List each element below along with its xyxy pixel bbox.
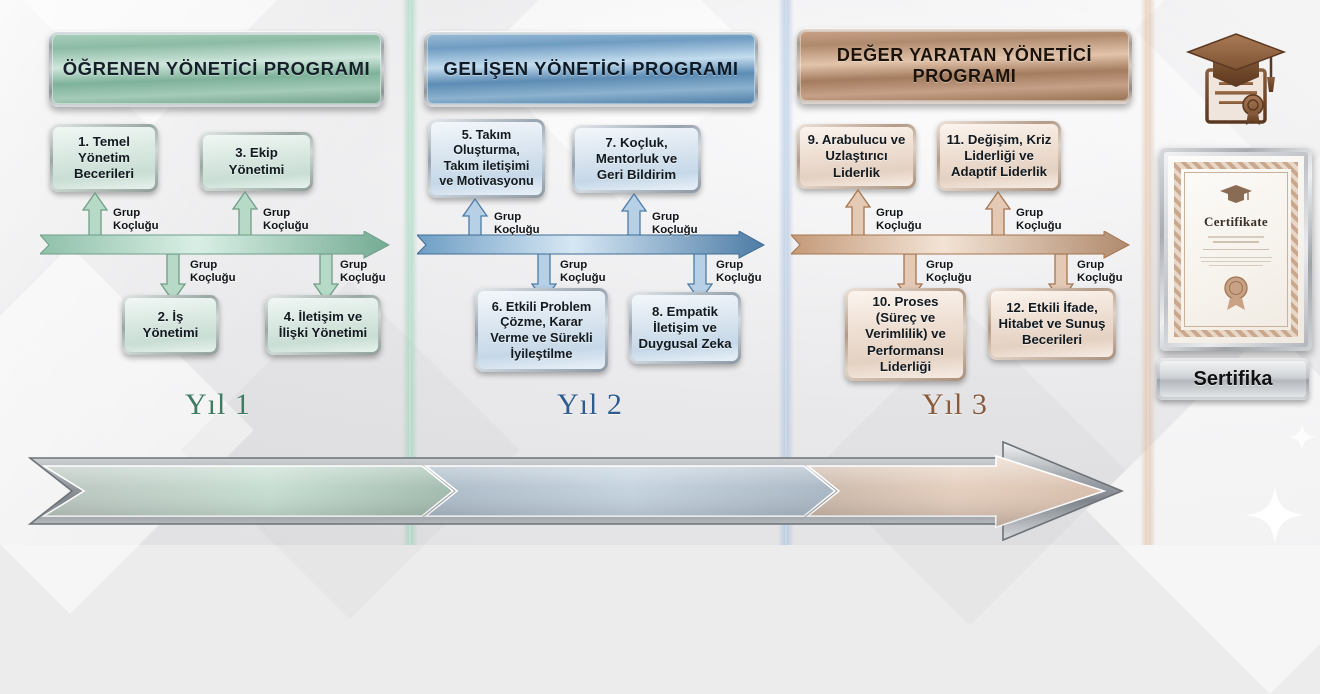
module-box-10-label: 10. Proses (Süreç ve Verimlilik) ve Perf… bbox=[848, 291, 963, 378]
module-box-12[interactable]: 12. Etkili İfade, Hitabet ve Sunuş Becer… bbox=[988, 288, 1116, 360]
module-box-2[interactable]: 2. İş Yönetimi bbox=[122, 295, 219, 355]
certificate-cap-icon bbox=[1220, 185, 1252, 204]
module-box-1[interactable]: 1. Temel Yönetim Becerileri bbox=[50, 124, 158, 192]
module-box-9[interactable]: 9. Arabulucu ve Uzlaştırıcı Liderlik bbox=[797, 124, 916, 189]
coaching-label-year2-up-1: Grup Koçluğu bbox=[494, 211, 540, 237]
master-timeline-arrow bbox=[28, 440, 1124, 542]
program-title-year3-label: DEĞER YARATAN YÖNETİCİ PROGRAMI bbox=[800, 31, 1129, 101]
coaching-label-year3-up-2: Grup Koçluğu bbox=[1016, 207, 1062, 233]
module-box-9-label: 9. Arabulucu ve Uzlaştırıcı Liderlik bbox=[800, 127, 913, 186]
certificate-image: Certifikate bbox=[1160, 148, 1312, 351]
module-box-8-label: 8. Empatik İletişim ve Duygusal Zeka bbox=[632, 295, 738, 361]
module-box-11-label: 11. Değişim, Kriz Liderliği ve Adaptif L… bbox=[940, 124, 1058, 188]
coaching-label-year2-down-1: Grup Koçluğu bbox=[560, 259, 606, 285]
down-arrow-to-module-2 bbox=[160, 254, 186, 302]
coaching-label-year1-up-1: Grup Koçluğu bbox=[113, 207, 159, 233]
timeline-arrow-year1 bbox=[40, 231, 390, 259]
module-box-8[interactable]: 8. Empatik İletişim ve Duygusal Zeka bbox=[629, 292, 741, 364]
program-title-year3: DEĞER YARATAN YÖNETİCİ PROGRAMI bbox=[797, 28, 1132, 104]
module-box-2-label: 2. İş Yönetimi bbox=[125, 298, 216, 352]
program-title-year1: ÖĞRENEN YÖNETİCİ PROGRAMI bbox=[49, 31, 384, 107]
module-box-7-label: 7. Koçluk, Mentorluk ve Geri Bildirim bbox=[575, 128, 698, 190]
coaching-label-year2-up-2: Grup Koçluğu bbox=[652, 211, 698, 237]
coaching-label-year1-down-2: Grup Koçluğu bbox=[340, 259, 386, 285]
year-label-2: Yıl 2 bbox=[557, 388, 623, 421]
coaching-label-year1-up-2: Grup Koçluğu bbox=[263, 207, 309, 233]
program-title-year2-label: GELİŞEN YÖNETİCİ PROGRAMI bbox=[427, 34, 755, 104]
timeline-arrow-year3 bbox=[791, 231, 1130, 259]
graduation-cap-diploma-icon bbox=[1185, 33, 1287, 125]
down-arrow-to-module-4 bbox=[313, 254, 339, 302]
module-box-7[interactable]: 7. Koçluk, Mentorluk ve Geri Bildirim bbox=[572, 125, 701, 193]
coaching-label-year1-down-1: Grup Koçluğu bbox=[190, 259, 236, 285]
timeline-arrow-year2 bbox=[417, 231, 765, 259]
sparkle-icon bbox=[1287, 422, 1317, 452]
year-label-3: Yıl 3 bbox=[922, 388, 988, 421]
module-box-3[interactable]: 3. Ekip Yönetimi bbox=[200, 132, 313, 191]
coaching-label-year3-down-1: Grup Koçluğu bbox=[926, 259, 972, 285]
module-box-12-label: 12. Etkili İfade, Hitabet ve Sunuş Becer… bbox=[991, 291, 1113, 357]
module-box-6[interactable]: 6. Etkili Problem Çözme, Karar Verme ve … bbox=[475, 288, 608, 372]
module-box-5-label: 5. Takım Oluşturma, Takım iletişimi ve M… bbox=[431, 122, 542, 195]
module-box-6-label: 6. Etkili Problem Çözme, Karar Verme ve … bbox=[478, 291, 605, 369]
coaching-label-year3-up-1: Grup Koçluğu bbox=[876, 207, 922, 233]
module-box-11[interactable]: 11. Değişim, Kriz Liderliği ve Adaptif L… bbox=[937, 121, 1061, 191]
certificate-seal-icon bbox=[1224, 276, 1248, 310]
coaching-label-year2-down-2: Grup Koçluğu bbox=[716, 259, 762, 285]
sparkle-icon bbox=[1246, 486, 1304, 544]
module-box-5[interactable]: 5. Takım Oluşturma, Takım iletişimi ve M… bbox=[428, 119, 545, 198]
module-box-4[interactable]: 4. İletişim ve İlişki Yönetimi bbox=[265, 295, 381, 355]
sertifika-button-label: Sertifika bbox=[1160, 361, 1306, 397]
divider-year3-certificate bbox=[1140, 0, 1156, 545]
module-box-1-label: 1. Temel Yönetim Becerileri bbox=[53, 127, 155, 189]
module-box-3-label: 3. Ekip Yönetimi bbox=[203, 135, 310, 188]
coaching-label-year3-down-2: Grup Koçluğu bbox=[1077, 259, 1123, 285]
program-title-year2: GELİŞEN YÖNETİCİ PROGRAMI bbox=[424, 31, 758, 107]
year-label-1: Yıl 1 bbox=[185, 388, 251, 421]
module-box-10[interactable]: 10. Proses (Süreç ve Verimlilik) ve Perf… bbox=[845, 288, 966, 381]
sertifika-button[interactable]: Sertifika bbox=[1157, 358, 1309, 400]
program-title-year1-label: ÖĞRENEN YÖNETİCİ PROGRAMI bbox=[52, 34, 381, 104]
module-box-4-label: 4. İletişim ve İlişki Yönetimi bbox=[268, 298, 378, 352]
certificate-title: Certifikate bbox=[1204, 214, 1268, 230]
certificate-inner-border bbox=[1184, 172, 1288, 327]
